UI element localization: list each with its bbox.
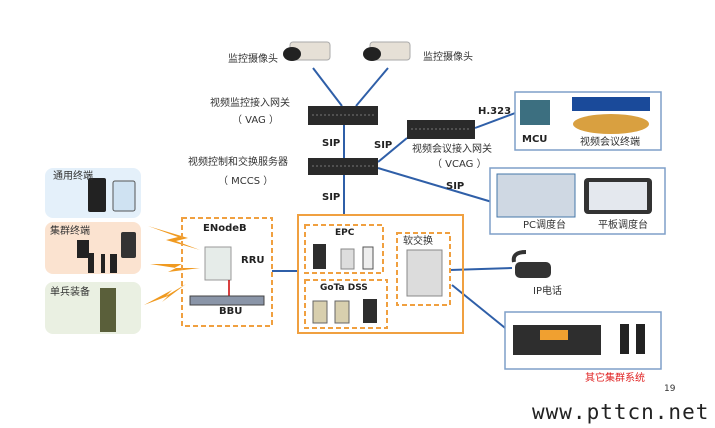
conference-screens-icon: [572, 97, 650, 111]
other-trunk-label: 其它集群系统: [585, 373, 645, 384]
gota-dss-label: GoTa DSS: [320, 283, 368, 293]
enodeb-box: [181, 217, 273, 327]
mccs-abbr: （ MCCS ）: [218, 176, 274, 187]
rru-label: RRU: [241, 255, 265, 266]
sip-label: SIP: [374, 140, 393, 151]
walkie-talkie-icon: [636, 324, 645, 354]
mccs-label: 视频控制和交换服务器: [188, 157, 288, 168]
vcag-label: 视频会议接入网关: [412, 144, 492, 155]
ip-phone-icon: [511, 250, 551, 278]
camera-label: 监控摄像头: [423, 52, 473, 63]
vag-label: 视频监控接入网关: [210, 98, 290, 109]
pc-dispatch-label: PC调度台: [523, 220, 567, 231]
softswitch-cabinet-icon: [406, 249, 443, 297]
conference-table-icon: [573, 114, 649, 134]
vag-abbr: （ VAG ）: [232, 115, 279, 126]
softswitch-label: 软交换: [403, 236, 433, 247]
soldier-equipment-panel: [45, 282, 141, 334]
server-vcag-icon: [407, 120, 475, 139]
ip-phone-label: IP电话: [533, 286, 562, 297]
epc-label: EPC: [335, 228, 355, 238]
sip-label: SIP: [446, 181, 465, 192]
walkie-talkie-icon: [620, 324, 629, 354]
gota-dss-box: [304, 279, 388, 329]
enodeb-label: ENodeB: [203, 223, 247, 234]
server-vag-icon: [308, 106, 378, 125]
h323-label: H.323: [478, 106, 512, 117]
bbu-label: BBU: [219, 306, 243, 317]
terminal-label: 通用终端: [53, 171, 93, 182]
rru-icon: [204, 246, 232, 281]
sip-label: SIP: [322, 138, 341, 149]
sip-label: SIP: [322, 192, 341, 203]
terminal-label: 集群终端: [50, 226, 90, 237]
page-number: 19: [664, 384, 676, 394]
watermark: www.pttcn.net: [532, 400, 710, 424]
conference-terminal-label: 视频会议终端: [580, 137, 640, 148]
mcu-icon: [520, 100, 550, 125]
wireless-link-icons: [144, 226, 200, 305]
camera-icon: [363, 41, 411, 61]
camera-label: 监控摄像头: [228, 54, 278, 65]
pc-console-icon: [496, 173, 576, 218]
bbu-icon: [189, 295, 265, 306]
camera-icon: [283, 41, 331, 61]
server-mccs-icon: [308, 158, 378, 175]
core-network-box: [297, 214, 464, 334]
vcag-abbr: （ VCAG ）: [432, 159, 487, 170]
tablet-dispatch-label: 平板调度台: [598, 220, 648, 231]
mcu-label: MCU: [522, 134, 548, 145]
softswitch-box: [396, 232, 451, 306]
terminal-label: 单兵装备: [50, 287, 90, 298]
epc-box: [304, 224, 384, 274]
